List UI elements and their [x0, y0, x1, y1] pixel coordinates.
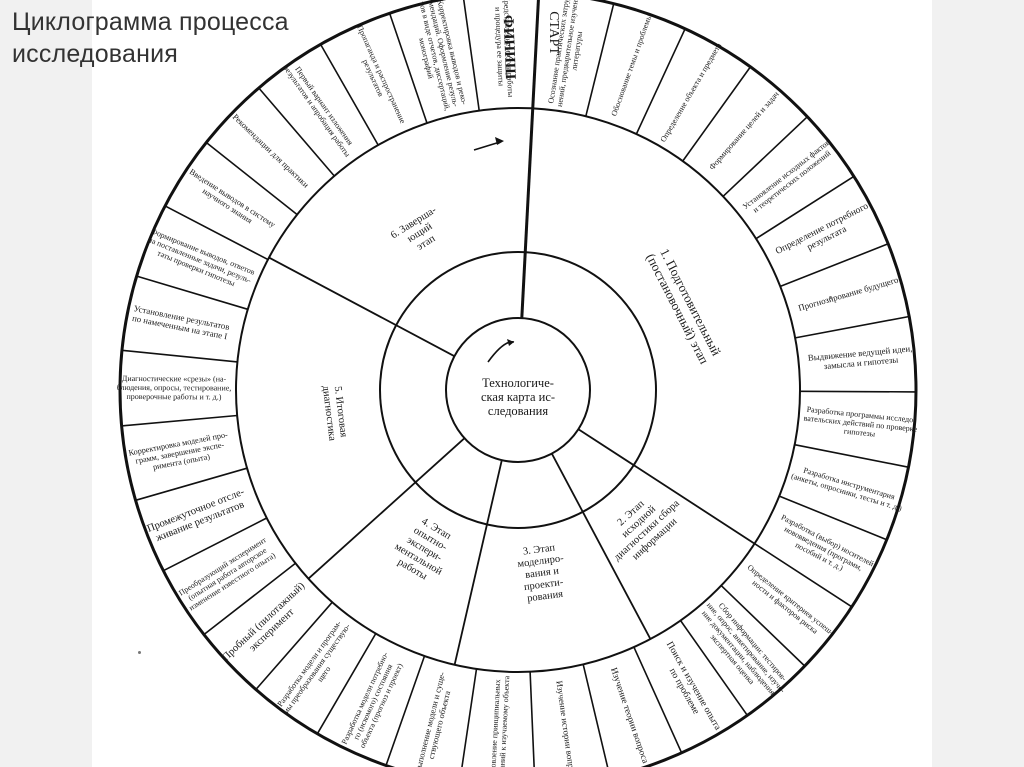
spoke-divider — [164, 205, 269, 261]
stage-label-3-line: рования — [527, 589, 564, 605]
spoke-divider — [529, 671, 535, 767]
center-arrow-head — [507, 339, 514, 346]
spoke-divider — [780, 243, 889, 288]
spoke-divider — [203, 562, 296, 636]
slide-margin-right — [932, 0, 1024, 767]
spoke-divider — [462, 0, 480, 111]
spoke-label-25-line: проверочные работы и т. д.) — [126, 392, 221, 402]
spoke-divider — [754, 542, 853, 608]
spoke-divider — [388, 13, 428, 124]
stage-divider — [453, 459, 503, 666]
spoke-divider — [635, 28, 686, 135]
start-finish-markers: СТАРТ ФИНИШ — [473, 11, 561, 151]
stage-divider — [307, 437, 466, 580]
center-circle — [445, 317, 591, 463]
spoke-divider — [205, 141, 298, 216]
slide-margin-left — [0, 0, 92, 767]
spoke-divider — [121, 414, 238, 427]
spoke-divider — [121, 349, 238, 363]
wheel-center: Технологиче-ская карта ис-следования — [481, 339, 555, 418]
slide-title-line-2: исследования — [12, 40, 179, 68]
stage-label-3-line: 3. Этап — [522, 542, 556, 557]
spoke-divider — [795, 315, 910, 339]
stage-label-3-line: проекти- — [523, 577, 564, 593]
spoke-divider — [258, 87, 335, 177]
start-label: СТАРТ — [546, 11, 561, 55]
spoke-divider — [163, 517, 268, 572]
spoke-divider — [582, 664, 609, 767]
spoke-label-25: Диагностические «срезы» (на-блюдения, оп… — [117, 374, 232, 402]
stage-inner-ring — [379, 251, 657, 529]
stage-dividers — [268, 0, 755, 666]
spoke-divider — [679, 620, 748, 716]
stage-divider — [268, 256, 455, 357]
spoke-divider — [720, 585, 806, 667]
spoke-divider — [682, 66, 752, 162]
spoke-divider — [633, 646, 683, 754]
spoke-divider — [794, 443, 909, 468]
spoke-divider — [585, 3, 615, 117]
stage-divider — [577, 428, 755, 545]
stage-divider — [551, 453, 652, 640]
spoke-label-25-line: блюдения, опросы, тестирование, — [117, 383, 232, 393]
wheel-rings — [118, 0, 918, 767]
stray-dot — [138, 651, 141, 654]
spoke-label-17-line: Установление принципиальных — [488, 679, 503, 767]
spoke-divider — [385, 655, 426, 766]
spoke-divider — [136, 275, 249, 311]
center-label: Технологиче-ская карта ис-следования — [481, 376, 555, 418]
outer-ring — [118, 0, 918, 767]
spoke-divider — [135, 467, 248, 502]
spoke-label-9-line: гипотезы — [843, 427, 876, 439]
stray-dot — [829, 296, 832, 299]
start-line — [520, 0, 540, 319]
center-label-line: Технологиче- — [482, 376, 554, 390]
spoke-divider — [461, 668, 478, 767]
start-arrow — [473, 141, 501, 151]
spoke-divider — [722, 116, 808, 197]
spoke-inner-ring — [235, 107, 801, 673]
slide-title-line-1: Циклограмма процесса — [12, 8, 289, 36]
stage-label-3-line: вания и — [525, 566, 560, 581]
center-label-line: ская карта ис- — [481, 390, 555, 404]
spoke-divider — [316, 633, 377, 735]
finish-label: ФИНИШ — [500, 15, 518, 80]
center-label-line: следования — [488, 404, 548, 418]
spoke-divider — [255, 601, 333, 691]
spoke-divider — [799, 390, 917, 393]
spoke-divider — [319, 44, 379, 146]
spoke-label-25-line: Диагностические «срезы» (на- — [122, 374, 227, 384]
wheel-spokes — [121, 0, 917, 767]
start-arrow-head — [495, 137, 504, 145]
spoke-label-33-line: и процедура ее защиты — [493, 7, 505, 87]
spoke-divider — [755, 175, 855, 240]
spoke-divider — [778, 495, 888, 541]
slide-title: Циклограмма процесса исследования — [12, 6, 289, 70]
